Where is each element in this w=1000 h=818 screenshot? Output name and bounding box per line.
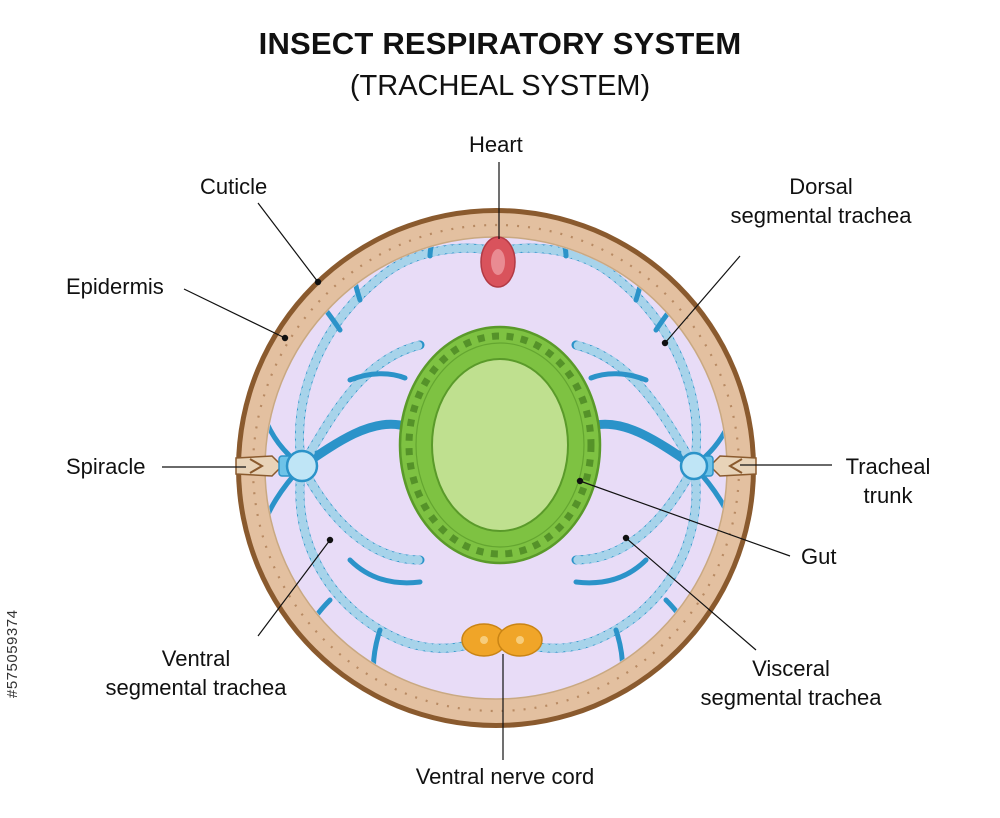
label-heart: Heart	[469, 132, 523, 157]
label-dorsal-line1: Dorsal	[789, 174, 853, 199]
label-dorsal-line2: segmental trachea	[730, 203, 912, 228]
stock-id-text: #575059374	[4, 609, 21, 698]
label-epidermis: Epidermis	[66, 274, 164, 299]
tracheal-trunk-left	[285, 449, 319, 483]
label-tracheal-line2: trunk	[863, 483, 913, 508]
tracheal-trunk-right	[679, 451, 709, 481]
diagram-title: INSECT RESPIRATORY SYSTEM	[258, 26, 742, 61]
label-visceral-line1: Visceral	[752, 656, 830, 681]
spiracle-right	[696, 455, 757, 477]
label-cuticle: Cuticle	[200, 174, 268, 199]
gut	[398, 325, 602, 565]
heart	[480, 236, 516, 288]
tracheal-network	[266, 238, 726, 698]
leader-lines	[162, 162, 832, 760]
label-visceral-segmental-trachea: Visceral segmental trachea	[676, 654, 906, 712]
diagram-subtitle: (TRACHEAL SYSTEM)	[349, 70, 651, 102]
label-ventral-nerve-cord: Ventral nerve cord	[415, 764, 595, 789]
ventral-nerve-cord	[461, 623, 543, 657]
label-gut: Gut	[801, 544, 837, 569]
label-tracheal-trunk: Tracheal trunk	[830, 452, 946, 510]
label-ventral-line2: segmental trachea	[105, 675, 287, 700]
label-tracheal-line1: Tracheal	[845, 454, 931, 479]
label-ventral-segmental-trachea: Ventral segmental trachea	[82, 644, 310, 702]
label-visceral-line2: segmental trachea	[700, 685, 882, 710]
label-ventral-line1: Ventral	[161, 646, 231, 671]
label-spiracle: Spiracle	[66, 454, 146, 479]
label-dorsal-segmental-trachea: Dorsal segmental trachea	[706, 172, 936, 230]
